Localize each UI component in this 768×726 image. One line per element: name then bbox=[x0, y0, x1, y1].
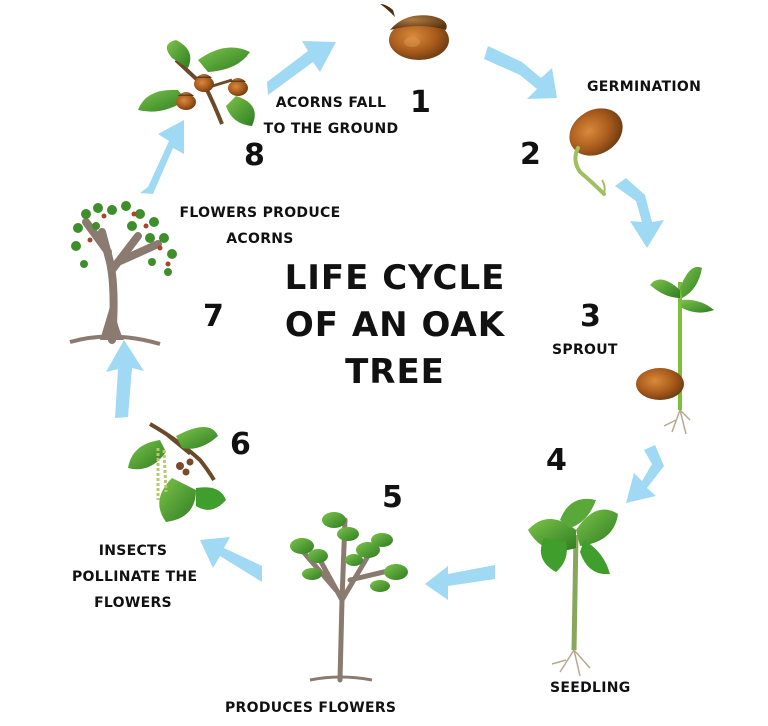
seedling-icon bbox=[528, 498, 618, 677]
stage-8-label: ACORNS FALL TO THE GROUND bbox=[256, 90, 406, 142]
mature-oak-tree-icon bbox=[69, 201, 177, 346]
young-tree-icon bbox=[290, 512, 408, 683]
title-line-3: TREE bbox=[345, 352, 445, 392]
stage-8-number: 8 bbox=[244, 138, 265, 173]
stage-5-label: PRODUCES FLOWERS bbox=[225, 695, 396, 721]
diagram-title: LIFE CYCLE OF AN OAK TREE bbox=[260, 255, 530, 396]
arrow-7-to-8 bbox=[140, 120, 184, 194]
germinating-acorn-icon bbox=[569, 108, 623, 196]
stage-7-label-line-2: ACORNS bbox=[226, 231, 294, 247]
stage-6-label-line-3: FLOWERS bbox=[94, 595, 172, 611]
stage-7-number: 7 bbox=[203, 299, 224, 334]
title-line-2: OF AN OAK bbox=[284, 305, 506, 345]
stage-6-label: INSECTS POLLINATE THE FLOWERS bbox=[72, 538, 198, 616]
stage-3-label: SPROUT bbox=[552, 337, 618, 363]
stage-7-label-line-1: FLOWERS PRODUCE bbox=[179, 205, 341, 221]
stage-2-number: 2 bbox=[520, 137, 541, 172]
arrow-8-to-1 bbox=[267, 41, 336, 95]
arrow-6-to-7 bbox=[106, 340, 144, 418]
stage-5-label-line-1: PRODUCES FLOWERS bbox=[225, 700, 397, 716]
acorn-branch-icon bbox=[138, 40, 255, 126]
stage-6-label-line-1: INSECTS bbox=[98, 543, 168, 559]
flowering-branch-icon bbox=[128, 422, 226, 522]
stage-1-number: 1 bbox=[410, 85, 431, 120]
stage-6-label-line-2: POLLINATE THE bbox=[72, 569, 198, 585]
title-line-1: LIFE CYCLE bbox=[284, 258, 506, 298]
arrow-3-to-4 bbox=[626, 445, 664, 503]
stage-8-label-line-2: TO THE GROUND bbox=[263, 121, 399, 137]
cycle-arrows bbox=[106, 41, 664, 600]
stage-3-label-line-1: SPROUT bbox=[552, 342, 618, 358]
stage-6-number: 6 bbox=[230, 427, 251, 462]
arrow-2-to-3 bbox=[615, 178, 664, 248]
stage-7-label: FLOWERS PRODUCE ACORNS bbox=[172, 200, 348, 252]
sprout-icon bbox=[636, 266, 714, 435]
stage-5-number: 5 bbox=[382, 480, 403, 515]
stage-4-label: SEEDLING bbox=[550, 675, 631, 701]
stage-4-number: 4 bbox=[546, 443, 567, 478]
acorn-icon bbox=[380, 4, 449, 60]
stage-2-label: GERMINATION bbox=[587, 74, 701, 100]
stage-2-label-line-1: GERMINATION bbox=[587, 79, 702, 95]
stage-8-label-line-1: ACORNS FALL bbox=[275, 95, 387, 111]
arrow-1-to-2 bbox=[484, 46, 557, 99]
stage-3-number: 3 bbox=[580, 299, 601, 334]
arrow-5-to-6 bbox=[200, 537, 262, 582]
arrow-4-to-5 bbox=[425, 565, 495, 600]
stage-4-label-line-1: SEEDLING bbox=[550, 680, 631, 696]
